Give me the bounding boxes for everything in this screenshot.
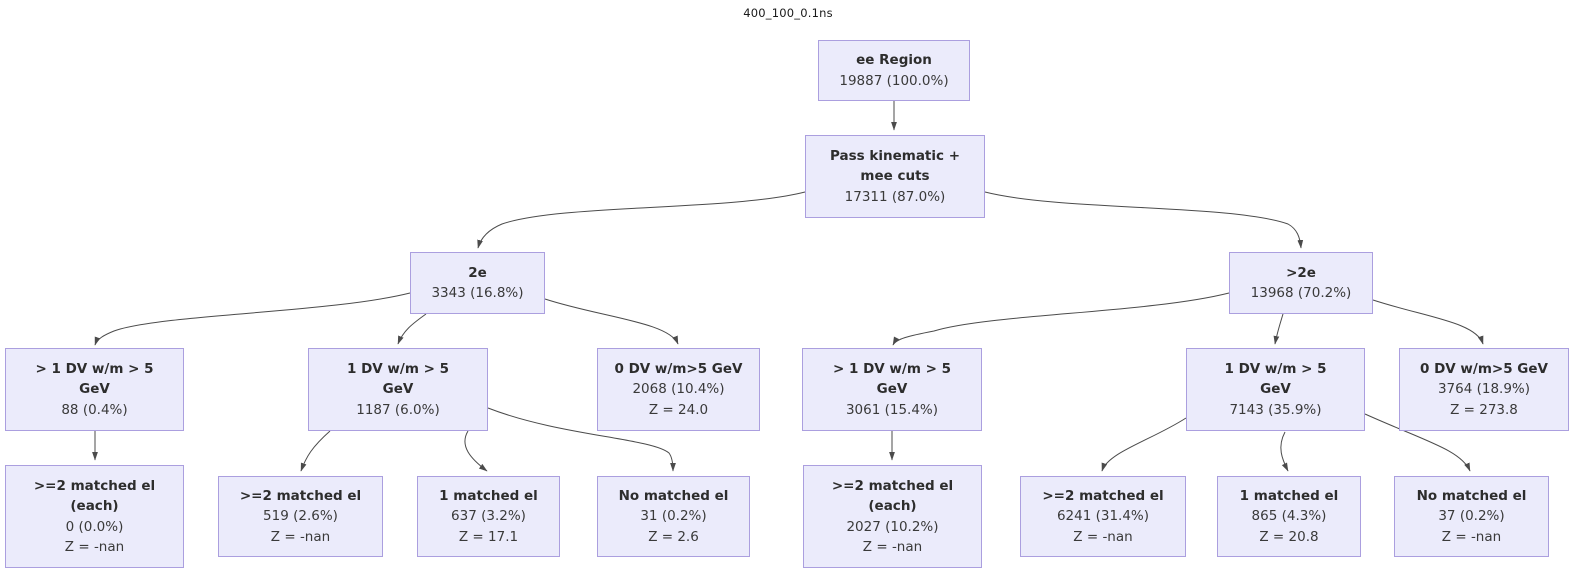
diagram-title: 400_100_0.1ns <box>743 6 833 20</box>
node-value-line: 865 (4.3%) <box>1251 508 1327 525</box>
node-value-line: Z = -nan <box>64 539 125 555</box>
node-value-line: 13968 (70.2%) <box>1250 285 1352 301</box>
node-value-line: 637 (3.2%) <box>451 508 526 525</box>
node-label-line: mee cuts <box>860 168 930 185</box>
node-2e-1-dv-ge2-matched: >=2 matched el 519 (2.6%) Z = -nan <box>218 476 383 557</box>
node-label-line: 1 matched el <box>1239 487 1339 504</box>
node-label-line: >=2 matched el <box>831 477 954 494</box>
edge-gt-2e-to-gt2e-0-dv <box>1372 299 1484 345</box>
edge-2e-1-dv-to-2e-1-dv-no-matched <box>487 407 676 472</box>
node-label-line: > 1 DV w/m > 5 <box>832 360 952 377</box>
node-label-line: (each) <box>70 498 119 514</box>
node-value-line: 6241 (31.4%) <box>1056 508 1150 525</box>
node-label-line: GeV <box>79 381 110 398</box>
node-2e-1-dv: 1 DV w/m > 5 GeV 1187 (6.0%) <box>308 348 488 431</box>
node-label-line: >=2 matched el <box>1042 487 1164 504</box>
node-2e-0-dv: 0 DV w/m>5 GeV 2068 (10.4%) Z = 24.0 <box>597 348 760 431</box>
node-value-line: Z = 17.1 <box>458 528 519 545</box>
node-value-line: 3764 (18.9%) <box>1437 381 1531 398</box>
node-value-line: Z = -nan <box>1073 528 1133 545</box>
edge-2e-to-2e-0-dv <box>544 298 679 345</box>
node-gt2e-gt1-dv-ge2-matched-each: >=2 matched el (each) 2027 (10.2%) Z = -nan <box>803 465 982 568</box>
node-label-line: GeV <box>1260 381 1291 398</box>
node-value-line: 2068 (10.4%) <box>632 381 725 398</box>
node-label-line: No matched el <box>1416 487 1527 504</box>
node-value-line: Z = 20.8 <box>1259 528 1319 545</box>
node-2e-gt1-dv: > 1 DV w/m > 5 GeV 88 (0.4%) <box>5 348 184 431</box>
node-gt2e-1-dv-no-matched: No matched el 37 (0.2%) Z = -nan <box>1394 476 1549 557</box>
node-label-line: ee Region <box>856 52 932 68</box>
edge-2e-to-2e-1-dv <box>397 313 427 345</box>
node-gt2e-1-dv-ge2-matched: >=2 matched el 6241 (31.4%) Z = -nan <box>1020 476 1186 557</box>
node-value-line: 17311 (87.0%) <box>844 188 946 205</box>
node-label-line: > 1 DV w/m > 5 <box>35 360 154 377</box>
node-label-line: Pass kinematic + <box>829 147 961 164</box>
node-value-line: 31 (0.2%) <box>640 508 707 525</box>
node-2e-1-dv-no-matched: No matched el 31 (0.2%) Z = 2.6 <box>597 476 750 557</box>
node-value-line: Z = -nan <box>862 539 923 555</box>
node-gt2e-1-dv: 1 DV w/m > 5 GeV 7143 (35.9%) <box>1186 348 1365 431</box>
node-label-line: 1 DV w/m > 5 <box>346 360 450 377</box>
node-value-line: Z = 24.0 <box>648 401 709 418</box>
node-label-line: 1 DV w/m > 5 <box>1224 360 1327 377</box>
node-gt-2e: >2e 13968 (70.2%) <box>1229 252 1373 314</box>
node-value-line: Z = 2.6 <box>648 528 699 545</box>
edge-gt2e-1-dv-to-gt2e-1-dv-1-matched <box>1280 431 1289 472</box>
node-value-line: 2027 (10.2%) <box>846 518 939 535</box>
node-gt2e-0-dv: 0 DV w/m>5 GeV 3764 (18.9%) Z = 273.8 <box>1399 348 1569 431</box>
node-value-line: 1187 (6.0%) <box>356 401 440 418</box>
node-gt2e-gt1-dv: > 1 DV w/m > 5 GeV 3061 (15.4%) <box>802 348 982 431</box>
node-value-line: 19887 (100.0%) <box>839 72 949 89</box>
edge-2e-1-dv-to-2e-1-dv-ge2-matched <box>300 430 331 472</box>
node-label-line: (each) <box>868 498 917 514</box>
node-value-line: Z = -nan <box>270 528 331 545</box>
node-value-line: Z = -nan <box>1441 528 1502 545</box>
node-label-line: 2e <box>468 264 487 281</box>
node-2e: 2e 3343 (16.8%) <box>410 252 545 314</box>
node-gt2e-1-dv-1-matched: 1 matched el 865 (4.3%) Z = 20.8 <box>1217 476 1361 557</box>
edge-pass-kinematic-mee-cuts-to-2e <box>477 191 806 249</box>
node-value-line: 3061 (15.4%) <box>845 401 939 418</box>
node-value-line: Z = 273.8 <box>1450 401 1518 418</box>
node-2e-gt1-dv-ge2-matched-each: >=2 matched el (each) 0 (0.0%) Z = -nan <box>5 465 184 568</box>
node-label-line: 1 matched el <box>439 487 538 504</box>
edge-gt2e-1-dv-to-gt2e-1-dv-no-matched <box>1364 413 1471 472</box>
node-value-line: 88 (0.4%) <box>61 401 128 418</box>
edge-2e-1-dv-to-2e-1-dv-1-matched <box>464 430 488 472</box>
node-value-line: 37 (0.2%) <box>1438 508 1505 525</box>
edge-2e-to-2e-gt1-dv <box>94 292 411 346</box>
node-label-line: >=2 matched el <box>33 477 156 494</box>
node-value-line: 7143 (35.9%) <box>1229 401 1322 418</box>
node-ee-region: ee Region 19887 (100.0%) <box>818 40 970 101</box>
node-value-line: 0 (0.0%) <box>65 518 124 535</box>
edge-gt-2e-to-gt2e-gt1-dv <box>892 292 1230 346</box>
edge-pass-kinematic-mee-cuts-to-gt-2e <box>984 191 1304 249</box>
node-label-line: 0 DV w/m>5 GeV <box>1419 360 1548 377</box>
node-label-line: GeV <box>382 381 414 398</box>
node-value-line: 519 (2.6%) <box>263 508 338 525</box>
edge-gt2e-1-dv-to-gt2e-1-dv-ge2-matched <box>1101 417 1187 472</box>
node-2e-1-dv-1-matched: 1 matched el 637 (3.2%) Z = 17.1 <box>417 476 560 557</box>
node-label-line: No matched el <box>618 487 729 504</box>
node-label-line: 0 DV w/m>5 GeV <box>614 360 743 377</box>
node-label-line: GeV <box>876 381 908 398</box>
node-label-line: >2e <box>1286 264 1316 281</box>
node-value-line: 3343 (16.8%) <box>431 285 524 301</box>
edge-gt-2e-to-gt2e-1-dv <box>1273 313 1284 345</box>
node-label-line: >=2 matched el <box>239 487 362 504</box>
node-pass-kinematic-mee-cuts: Pass kinematic + mee cuts 17311 (87.0%) <box>805 135 985 218</box>
